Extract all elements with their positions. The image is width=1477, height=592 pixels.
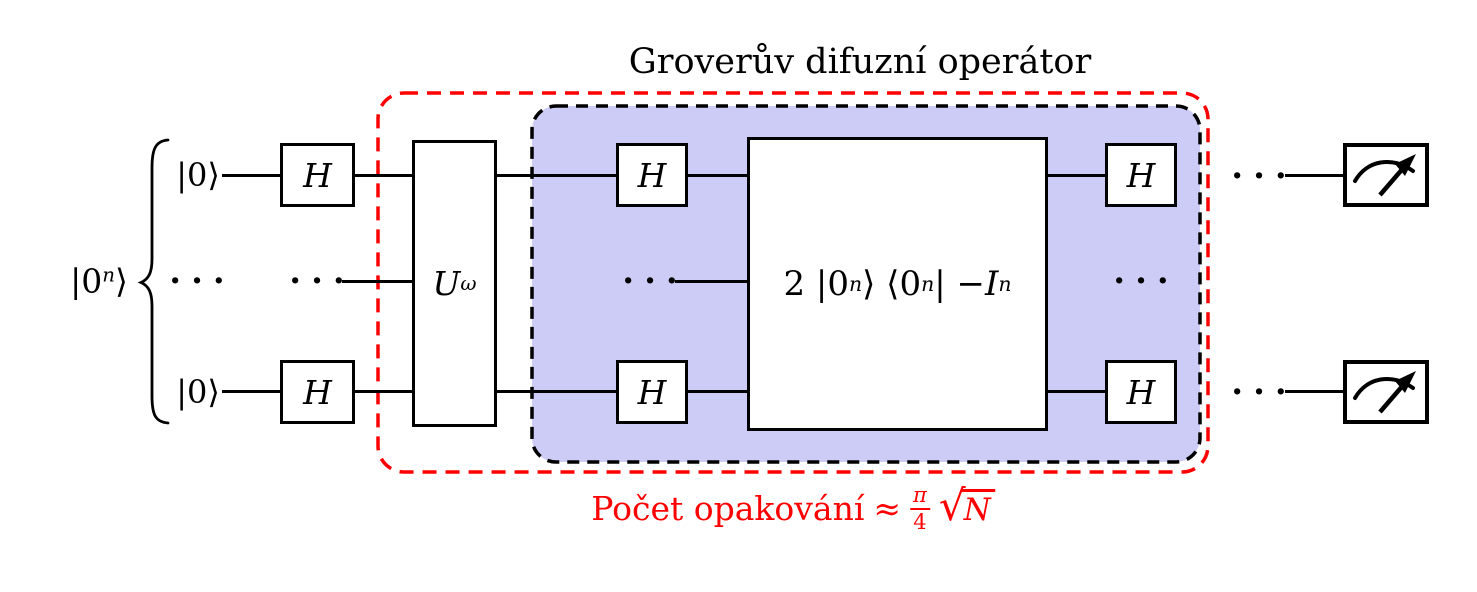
measurement-meter — [1343, 360, 1429, 424]
hadamard-gate: H — [616, 143, 688, 207]
ellipsis-top-right: ··· — [1231, 156, 1297, 196]
wire — [352, 390, 412, 393]
wire — [342, 280, 412, 283]
qubit-bottom-ket: |0⟩ — [176, 373, 220, 411]
radical-symbol: √ — [938, 481, 966, 531]
wire — [688, 390, 747, 393]
register-brace-icon — [137, 138, 170, 425]
wire — [675, 280, 747, 283]
measurement-meter — [1343, 143, 1429, 207]
ellipsis-middle-gate: ··· — [289, 261, 355, 301]
hadamard-gate: H — [1105, 360, 1177, 424]
pi-over-four-fraction: π 4 — [910, 484, 930, 533]
wire — [1285, 390, 1343, 393]
diagram-title: Groverův difuzní operátor — [628, 42, 1092, 82]
radicand: N — [961, 489, 995, 529]
hadamard-gate: H — [616, 360, 688, 424]
hadamard-gate: H — [280, 143, 355, 207]
wire — [497, 174, 616, 177]
sqrt-n-term: √N — [939, 485, 995, 529]
qubit-top-ket: |0⟩ — [176, 156, 220, 194]
wire — [1048, 174, 1105, 177]
ellipsis-bottom-right: ··· — [1231, 372, 1297, 412]
wire — [1285, 174, 1343, 177]
input-register-label: |0n⟩ — [70, 261, 128, 301]
ellipsis-middle-right: ··· — [1113, 261, 1179, 301]
meter-gauge-icon — [1353, 154, 1416, 197]
approx-symbol: ≈ — [873, 489, 902, 529]
ellipsis-middle-left: ··· — [169, 261, 235, 301]
repetition-count-caption: Počet opakování ≈ π 4 √N — [591, 484, 995, 533]
hadamard-gate: H — [280, 360, 355, 424]
ellipsis-middle-diffusion: ··· — [622, 261, 688, 301]
hadamard-gate: H — [1105, 143, 1177, 207]
wire — [497, 390, 616, 393]
wire — [222, 390, 280, 393]
wire — [222, 174, 280, 177]
wire — [688, 174, 747, 177]
caption-text: Počet opakování — [591, 489, 865, 529]
wire — [352, 174, 412, 177]
wire — [1048, 390, 1105, 393]
meter-gauge-icon — [1353, 371, 1416, 414]
